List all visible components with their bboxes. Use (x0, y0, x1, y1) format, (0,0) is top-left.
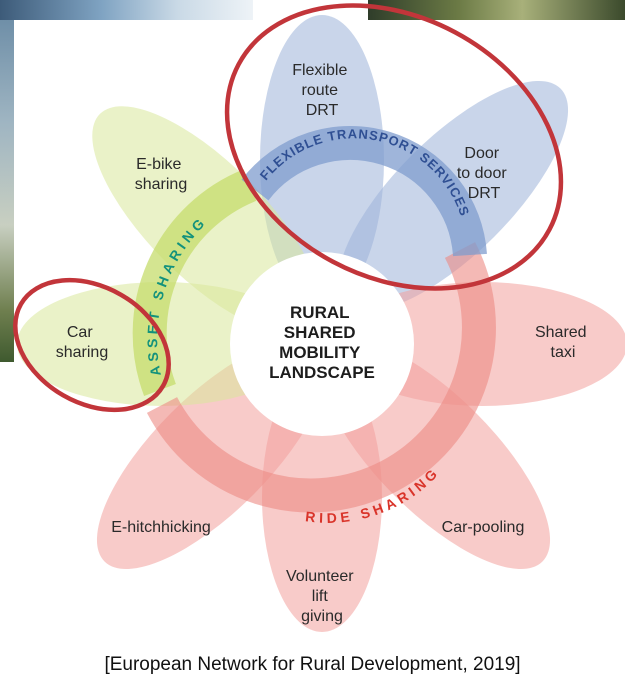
source-caption: [European Network for Rural Development,… (104, 654, 521, 675)
petal-label-line: to door (457, 165, 507, 182)
center-title: RURAL SHARED MOBILITY LANDSCAPE (269, 303, 375, 382)
petal-label-layer: Flexible route DRT Door to door DRT Shar… (56, 62, 591, 625)
petal-label-car-sharing: Car sharing (56, 324, 108, 361)
petal-label-volunteer-lift-giving: Volunteer lift giving (286, 568, 358, 625)
center-title-line: MOBILITY (279, 343, 361, 362)
center-title-line: RURAL (290, 303, 349, 322)
background-photo-top-left (0, 0, 253, 20)
petal-label-line: Flexible (292, 62, 347, 79)
petal-label-line: E-bike (136, 156, 181, 173)
petal-label-line: DRT (306, 102, 339, 119)
petal-label-door-to-door-drt: Door to door DRT (457, 145, 511, 202)
highlight-layer (13, 3, 564, 413)
petal-label-line: taxi (551, 344, 576, 361)
petal-label-line: Shared (535, 324, 587, 341)
mobility-flower-diagram: RURAL SHARED MOBILITY LANDSCAPE Flexible… (13, 3, 625, 632)
asset-sharing-band (132, 169, 257, 396)
petal-label-line: Car-pooling (442, 519, 525, 536)
petal-label-line: sharing (56, 344, 108, 361)
petal-label-line: route (302, 82, 339, 99)
background-photo-top-right (368, 0, 625, 20)
petal-label-line: lift (312, 588, 329, 605)
flexible-transport-band (241, 125, 487, 257)
petal-label-line: giving (301, 608, 343, 625)
petal-label-line: sharing (135, 176, 187, 193)
highlight-circle-flexible-transport (224, 3, 564, 291)
petal-label-line: Car (67, 324, 93, 341)
petal-label-e-hitchhicking: E-hitchhicking (111, 519, 211, 536)
highlight-circle-car-sharing (13, 277, 171, 413)
center-title-line: LANDSCAPE (269, 363, 375, 382)
ride-sharing-band (146, 242, 496, 513)
petal-label-car-pooling: Car-pooling (442, 519, 525, 536)
band-layer (132, 125, 496, 513)
petal-label-flexible-route-drt: Flexible route DRT (292, 62, 352, 119)
center-circle (230, 252, 414, 436)
petal-label-line: DRT (468, 185, 501, 202)
center-title-line: SHARED (284, 323, 356, 342)
petal-label-shared-taxi: Shared taxi (535, 324, 591, 361)
petal-label-line: E-hitchhicking (111, 519, 211, 536)
petal-label-line: Volunteer (286, 568, 354, 585)
petal-label-line: Door (464, 145, 499, 162)
petal-label-e-bike-sharing: E-bike sharing (135, 156, 187, 193)
background-photo-left (0, 20, 14, 362)
